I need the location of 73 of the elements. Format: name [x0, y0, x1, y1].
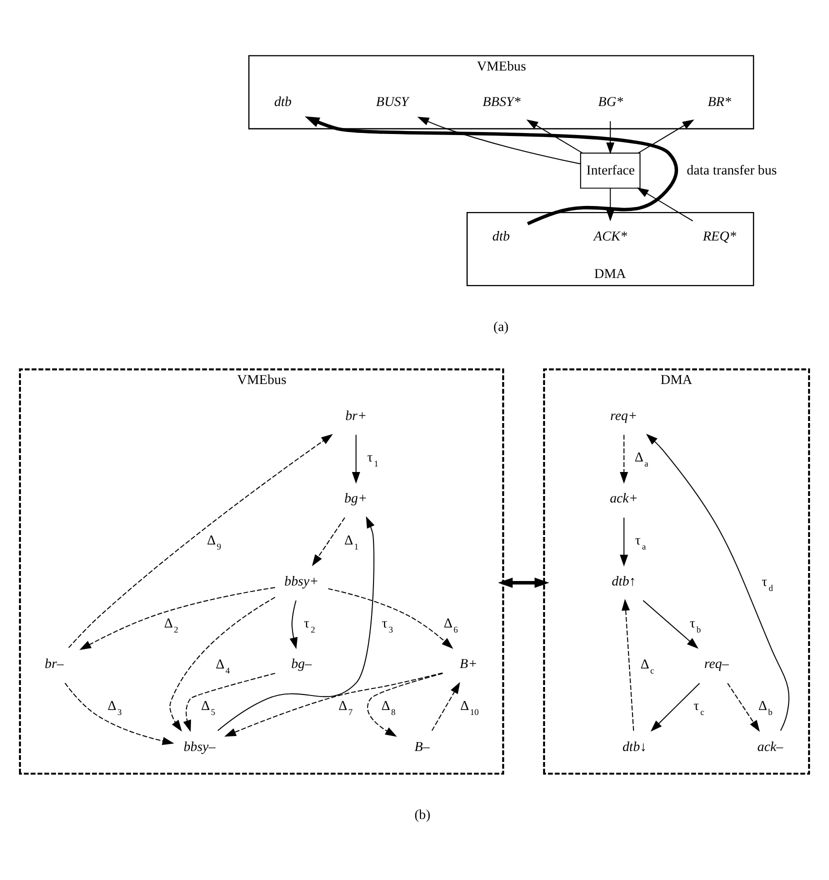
node-text: req+ — [610, 407, 638, 422]
node-text: dtb↑ — [612, 572, 636, 588]
edge-label: Δ$_{5}$ — [201, 698, 216, 717]
node-text: BR* — [708, 94, 732, 109]
edge-label: Δ$_{b}$ — [758, 698, 773, 717]
arrow — [352, 434, 360, 484]
arrow — [620, 516, 628, 566]
arrow — [606, 120, 614, 154]
arrow — [183, 672, 276, 732]
edge-label: τ$_{2}$ — [304, 614, 316, 634]
node-text: B+ — [460, 656, 478, 671]
node-text: req– — [704, 656, 729, 671]
arrow — [367, 672, 444, 736]
node-text: dtb↓ — [622, 738, 647, 754]
node-text: BG* — [598, 94, 624, 109]
edge-label: τ$_{1}$ — [367, 449, 378, 468]
edge-label: Δ$_{2}$ — [164, 614, 178, 634]
edge-label: Δ$_{a}$ — [634, 449, 648, 468]
label: (b) — [414, 806, 430, 822]
node-text: bbsy– — [184, 738, 216, 754]
arrow — [727, 682, 760, 732]
node-text: BUSY — [376, 94, 409, 109]
arrow — [620, 434, 628, 484]
arrow — [217, 516, 374, 731]
edge-label: τ$_{3}$ — [382, 614, 394, 634]
arrow — [79, 586, 276, 650]
edge-label: Δ$_{7}$ — [338, 698, 353, 717]
node-text: REQ* — [702, 228, 736, 243]
node-text: br– — [44, 656, 64, 671]
node-text: dtb — [274, 94, 292, 109]
arrow — [224, 672, 443, 736]
arrow — [64, 682, 174, 744]
node-text: ack– — [757, 738, 784, 754]
arrow — [431, 682, 460, 731]
node-text: ack+ — [610, 490, 638, 506]
edge-label: Δ$_{9}$ — [206, 532, 222, 551]
arrow — [638, 118, 694, 154]
arrow — [498, 577, 550, 588]
node-text: BBSY* — [482, 94, 521, 109]
arrow — [290, 600, 298, 649]
arrow — [646, 433, 790, 731]
edge-label: τ$_{a}$ — [635, 532, 646, 551]
node-text: B– — [414, 738, 430, 754]
arrow — [622, 598, 634, 731]
arrow — [312, 516, 346, 566]
arrow — [169, 596, 276, 732]
edge-label: Δ$_{10}$ — [460, 698, 479, 717]
arrow — [650, 682, 700, 732]
edge-label: τ$_{d}$ — [762, 573, 773, 592]
edge-label: Δ$_{6}$ — [444, 614, 458, 634]
arrow — [328, 588, 454, 648]
node-box: Interface — [580, 152, 641, 188]
label: (a) — [493, 318, 509, 334]
node-text: bbsy+ — [284, 572, 319, 588]
arrow — [636, 187, 694, 221]
edge-label: Δ$_{8}$ — [381, 698, 396, 717]
arrow — [417, 116, 582, 164]
edge-label: Δ$_{1}$ — [344, 532, 358, 551]
node-text: ACK* — [594, 228, 628, 243]
edge-label: τ$_{c}$ — [694, 698, 704, 717]
arrow — [304, 116, 678, 225]
edge-label: Δ$_{4}$ — [216, 656, 230, 676]
edge-label: τ$_{b}$ — [690, 614, 701, 634]
node-text: br+ — [345, 407, 367, 422]
arrow — [68, 434, 333, 648]
edge-label: Δ$_{c}$ — [640, 656, 654, 676]
node-text: bg+ — [344, 490, 368, 506]
arrow — [642, 599, 698, 648]
node-text: bg– — [291, 656, 312, 671]
arrow — [526, 118, 584, 154]
node-text: dtb — [492, 228, 510, 243]
edge-label: Δ$_{3}$ — [108, 698, 122, 717]
edge-label: data transfer bus — [686, 162, 777, 178]
